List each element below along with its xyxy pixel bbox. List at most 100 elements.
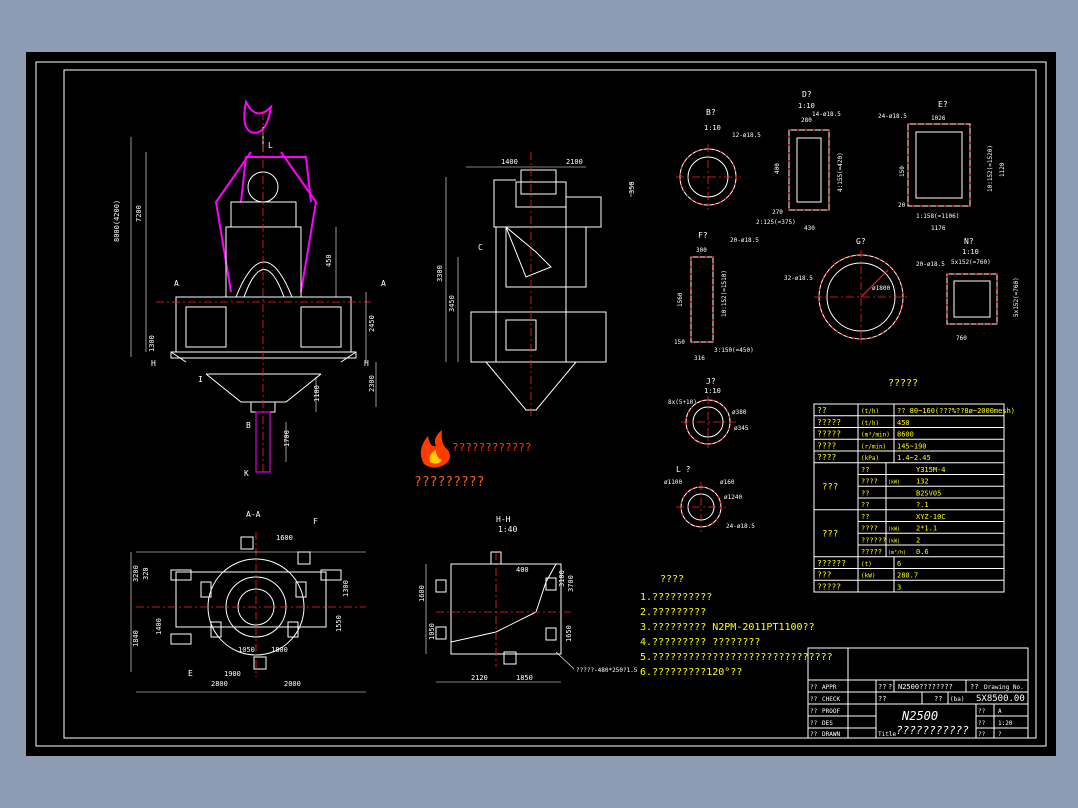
dim-3450: 3450 [448, 295, 456, 312]
table-unit: (t) [861, 561, 872, 568]
dim-1300: 1300 [342, 580, 350, 597]
dim-320: 320 [142, 567, 150, 580]
tb-val: A [998, 708, 1002, 715]
section-HH: H-H 1:40 400 3700 3100 1600 1650 2120 18… [418, 515, 638, 683]
table-unit: (t/h) [861, 420, 879, 427]
view-J: J? 1:10 8x(5+10) ø380 ø345 [668, 377, 749, 448]
dim-F-450: 3:150(=450) [714, 347, 754, 354]
tb-left-en: PROOF [822, 708, 840, 715]
dim-2000: 2000 [284, 680, 301, 688]
dim-1650: 1650 [565, 625, 573, 642]
dim-D-280: 280 [801, 117, 812, 124]
dim-1800: 1800 [271, 646, 288, 654]
dim-1400: 1400 [501, 158, 518, 166]
tb-model: N2500 [901, 709, 938, 723]
main-view-right: 1400 2100 3300 3450 350 C [436, 152, 636, 417]
label-G-view: G? [856, 237, 866, 246]
label-H-left: H [151, 359, 156, 368]
table-cell: ????? [817, 430, 841, 439]
table-cell: ?? [817, 406, 827, 415]
dim-E-1520: 10:152(=1520) [987, 145, 994, 192]
dim-3100: 3100 [558, 570, 566, 587]
note-HH: ?????-480*250?1.5 [576, 667, 638, 674]
dim-E-20: 20 [898, 202, 906, 209]
dim-E-1120: 1120 [999, 162, 1006, 177]
table-value: ?? 80~160(???%??8ø~2000mesh) [897, 407, 1015, 415]
table-cell: ???? [817, 441, 836, 450]
dim-D-375: 2:125(=375) [756, 219, 796, 226]
table-unit: (t/h) [861, 408, 879, 415]
label-I: I [198, 375, 203, 384]
tb-left: ?? [810, 731, 818, 738]
table-unit: (kPa) [861, 455, 879, 462]
label-H-right: H [364, 359, 369, 368]
inner-border [63, 69, 1037, 739]
dim-350: 350 [628, 181, 636, 194]
table-cell: ?? [861, 501, 869, 509]
table-unit: (r/min) [861, 443, 886, 450]
dim-1050: 1050 [428, 623, 436, 640]
note-item: 4.????????? ???????? [640, 637, 760, 648]
tb-left-en: APPR [822, 684, 837, 691]
label-B-view: B? [706, 108, 716, 117]
dim-E-1176: 1176 [931, 225, 946, 232]
table-value: Y315M-4 [916, 466, 946, 474]
dim-J-345: ø345 [734, 425, 749, 432]
table-cell: ?? [861, 466, 869, 474]
view-E: E? 24-ø18.5 1026 1176 1:158(=1106) 1120 … [878, 100, 1006, 232]
view-L: L ? ø1100 ø160 ø1240 24-ø18.5 [664, 465, 755, 532]
note-item: 6.?????????120°?? [640, 667, 742, 678]
dim-2450: 2450 [368, 315, 376, 332]
scale-N-view: 1:10 [962, 248, 979, 256]
note-item: 5.?????????????????????????????? [640, 652, 833, 663]
table-value: B2SV05 [916, 489, 941, 497]
table-cell: ???? [861, 478, 878, 486]
notes-title: ???? [660, 574, 684, 585]
dim-L-24: 24-ø18.5 [726, 523, 755, 530]
note-B-view: 12-ø18.5 [732, 132, 761, 139]
table-cell: ?????? [817, 559, 846, 568]
tb-drawing-title-small: N2500???????? [898, 683, 953, 691]
dim-F-1510: 10:152(=1510) [721, 270, 728, 317]
dim-1100: 1100 [313, 385, 321, 402]
table-value: 0.6 [916, 548, 929, 556]
dim-1840: 1840 [132, 630, 140, 647]
tech-notes: ???? 1.?????????? 2.????????? 3.????????… [640, 574, 833, 678]
table-group-name: ??? [822, 482, 838, 492]
note-E-view: 24-ø18.5 [878, 113, 907, 120]
table-value: 2 [916, 536, 920, 544]
table-value: ?.1 [916, 501, 929, 509]
label-F: F [313, 517, 318, 526]
label-L-view: L ? [676, 465, 691, 474]
logo: ???????????? ????????? [414, 430, 531, 490]
table-value: 1.4~2.45 [897, 454, 931, 462]
note-item: 1.?????????? [640, 592, 712, 603]
table-cell: ?????? [861, 536, 886, 544]
label-F-view: F? [698, 231, 708, 240]
tb-label: ?? [970, 683, 978, 691]
dim-400: 400 [516, 566, 529, 574]
dim-2300: 2300 [368, 375, 376, 392]
spec-table: ????? ?? (t/h) ?? 80~160(???%??8ø~2000mesh… [813, 378, 1015, 593]
table-cell: ??? [817, 571, 832, 580]
tb-small: ?? [978, 731, 986, 738]
table-title: ????? [888, 378, 918, 389]
table-cell: ????? [817, 418, 841, 427]
tb-title: ??????????? [896, 724, 969, 737]
dim-1050: 1050 [238, 646, 255, 654]
scale-HH: 1:40 [498, 525, 517, 534]
dim-D-420: 4:155(=420) [837, 152, 844, 192]
dim-E-1106: 1:158(=1106) [916, 213, 959, 220]
table-unit: (kW) [888, 480, 900, 486]
tb-left: ?? [810, 720, 818, 727]
view-N: N? 1:10 20-ø18.5 5x152(=760) 760 5x152(=… [916, 237, 1020, 342]
dim-N-760b: 760 [956, 335, 967, 342]
view-D: D? 1:10 14-ø18.5 280 400 430 270 2:125(=… [756, 90, 844, 232]
dim-J-8x: 8x(5+10) [668, 399, 697, 406]
label-A-right: A [381, 279, 386, 288]
dim-7200: 7200 [135, 205, 143, 222]
dim-D-400: 400 [774, 163, 781, 174]
dim-D-430: 430 [804, 225, 815, 232]
dim-1850: 1850 [516, 674, 533, 682]
scale-J-view: 1:10 [704, 387, 721, 395]
